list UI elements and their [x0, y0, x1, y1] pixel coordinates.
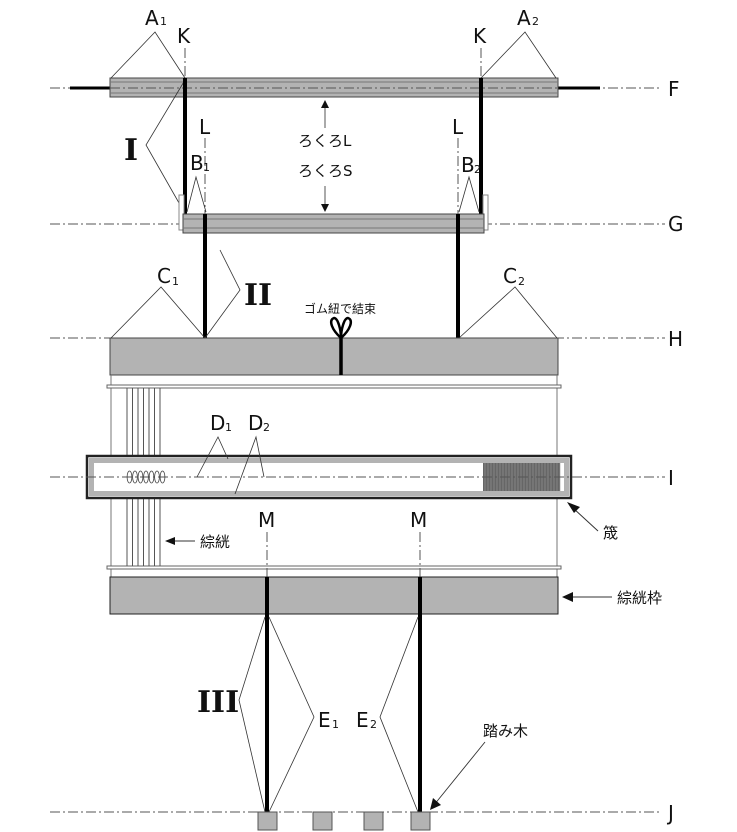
label-rokuro-l: ろくろL	[298, 132, 352, 150]
treadles	[257, 811, 431, 831]
label-b1: B 1	[190, 151, 210, 175]
treadle-4	[410, 811, 431, 831]
svg-text:2: 2	[263, 421, 270, 434]
heddle-rod-lower	[106, 565, 562, 570]
leader-group-i	[145, 79, 186, 211]
axis-label-f: F	[668, 77, 680, 101]
leader-e2	[379, 616, 419, 813]
group-label-ii: II	[244, 278, 272, 313]
label-heddle: 綜絖	[200, 533, 230, 551]
svg-text:1: 1	[203, 161, 210, 174]
treadle-1	[257, 811, 278, 831]
arrow-icon-treadle	[430, 798, 441, 810]
leader-a2	[480, 31, 557, 79]
leader-group-ii	[204, 249, 241, 339]
label-b2: B 2	[461, 153, 481, 177]
svg-text:C: C	[503, 264, 517, 288]
svg-text:C: C	[157, 264, 171, 288]
heddle-eye	[154, 470, 160, 484]
group-label-iii: III	[197, 685, 239, 720]
svg-text:1: 1	[332, 718, 339, 731]
axis-label-k-left: K	[177, 24, 191, 48]
label-c1: C 1	[157, 264, 179, 288]
svg-text:1: 1	[172, 275, 179, 288]
axis-label-l-left: L	[199, 115, 211, 139]
svg-text:D: D	[210, 411, 225, 435]
treadle-2	[312, 811, 333, 831]
heddle-eye	[132, 470, 138, 484]
axis-label-i: I	[668, 466, 674, 490]
bracket-right	[482, 194, 489, 231]
bracket-left	[178, 194, 185, 231]
label-treadle: 踏み木	[483, 722, 528, 740]
rokuro-s-bar	[182, 213, 485, 234]
svg-text:2: 2	[532, 15, 539, 28]
group-label-i: I	[124, 133, 138, 168]
svg-text:B: B	[190, 151, 204, 175]
axis-label-k-right: K	[473, 24, 487, 48]
label-rubber-tie: ゴム紐で結束	[304, 301, 376, 316]
heddle-eye	[148, 470, 155, 484]
svg-text:D: D	[248, 411, 263, 435]
svg-text:2: 2	[518, 275, 525, 288]
treadle-arrow	[433, 741, 486, 806]
label-e1: E 1	[318, 708, 339, 732]
heddle-eye	[126, 470, 133, 484]
svg-text:A: A	[517, 6, 531, 30]
svg-text:E: E	[318, 708, 331, 732]
axis-label-j: J	[666, 801, 674, 825]
label-reed: 筬	[603, 524, 618, 542]
svg-text:A: A	[145, 6, 159, 30]
arrow-left-icon	[165, 537, 175, 545]
svg-text:E: E	[356, 708, 369, 732]
svg-text:2: 2	[474, 163, 481, 176]
treadle-3	[363, 811, 384, 831]
label-d2: D 2	[248, 411, 270, 435]
leader-d1	[196, 436, 229, 478]
heddle-eye	[137, 470, 144, 484]
rubber-tie-knot-icon	[329, 316, 353, 375]
leader-b1	[186, 175, 207, 213]
axis-label-l-right: L	[452, 115, 464, 139]
arrow-down-icon	[321, 204, 329, 212]
arrow-up-icon	[321, 100, 329, 108]
heddle-upper-bar	[109, 337, 559, 376]
rokuro-l-bar	[109, 77, 559, 98]
leader-d2	[234, 435, 265, 495]
heddle-eye	[143, 470, 149, 484]
arrow-icon	[567, 502, 580, 513]
svg-text:2: 2	[370, 718, 377, 731]
heddle-eye	[159, 470, 166, 484]
axis-label-h: H	[668, 327, 683, 351]
leader-c2	[458, 286, 558, 339]
heddle-frame-lower-bar	[109, 576, 559, 615]
label-a1: A 1	[145, 6, 167, 30]
svg-text:1: 1	[225, 421, 232, 434]
label-rokuro-s: ろくろS	[298, 162, 353, 180]
label-heddle-frame: 綜絖枠	[617, 589, 662, 607]
heddle-rod-upper	[106, 384, 562, 389]
svg-text:1: 1	[160, 15, 167, 28]
leader-e1	[268, 616, 315, 813]
leader-b2	[458, 175, 480, 213]
label-d1: D 1	[210, 411, 232, 435]
leader-group-iii	[238, 616, 266, 813]
leader-a1	[110, 31, 186, 79]
label-c2: C 2	[503, 264, 525, 288]
label-e2: E 2	[356, 708, 377, 732]
label-a2: A 2	[517, 6, 539, 30]
axis-label-m-right: M	[410, 508, 427, 532]
axis-label-m-left: M	[258, 508, 275, 532]
leader-c1	[110, 286, 206, 339]
arrow-left-icon-frame	[562, 592, 573, 602]
axis-label-g: G	[668, 212, 684, 236]
svg-text:B: B	[461, 153, 475, 177]
heddle-eyes	[126, 470, 166, 484]
reed-arrow	[572, 507, 599, 532]
